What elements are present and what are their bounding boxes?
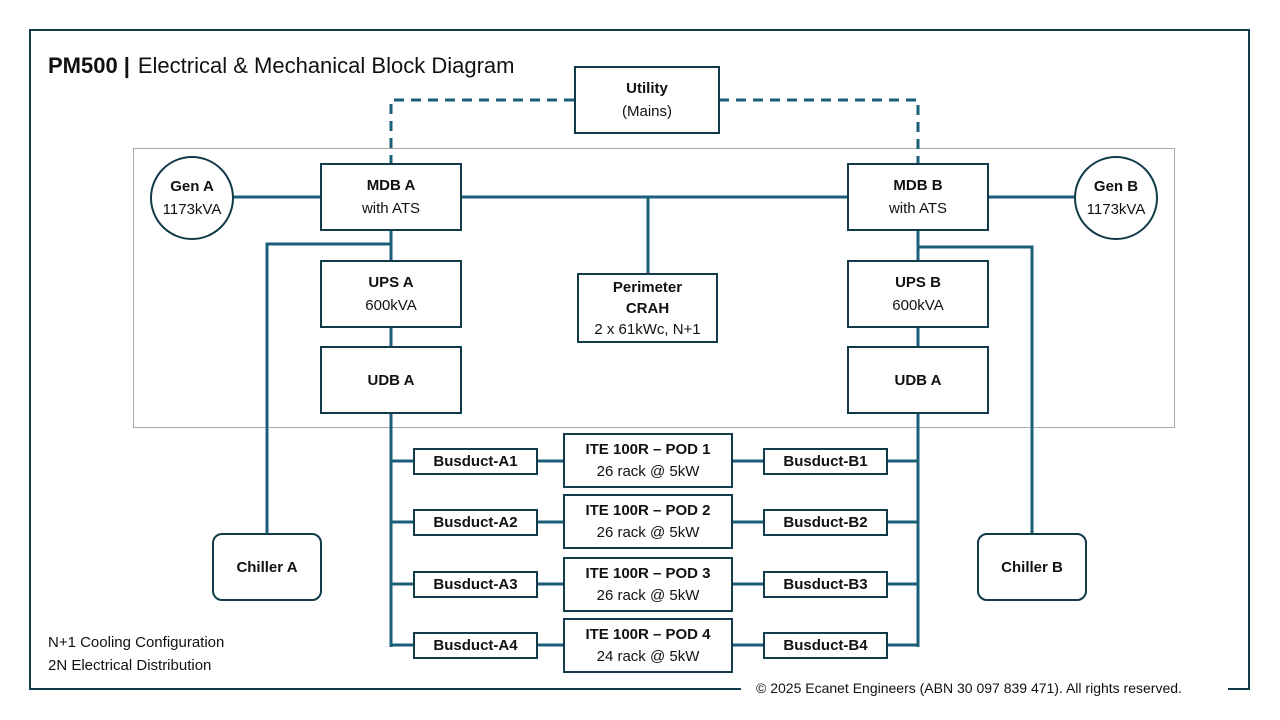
title-model: PM500 <box>48 53 118 78</box>
pod-1-title: ITE 100R – POD 1 <box>585 440 711 458</box>
chiller-a-feed <box>265 242 391 533</box>
busduct-b3-label: Busduct-B3 <box>783 576 868 593</box>
pod-2-box: ITE 100R – POD 2 26 rack @ 5kW <box>563 494 733 549</box>
pod-4-title: ITE 100R – POD 4 <box>585 625 711 643</box>
chiller-a-box: Chiller A <box>212 533 322 601</box>
udb-a-box: UDB A <box>320 346 462 414</box>
pod-2-title: ITE 100R – POD 2 <box>585 501 711 519</box>
gen-a-title: Gen A <box>170 178 214 195</box>
mdb-b-subtitle: with ATS <box>888 200 948 217</box>
busduct-b2-label: Busduct-B2 <box>783 514 868 531</box>
chiller-b-box: Chiller B <box>977 533 1087 601</box>
busduct-b2-box: Busduct-B2 <box>763 509 888 536</box>
busduct-b1-box: Busduct-B1 <box>763 448 888 475</box>
title-subtitle: Electrical & Mechanical Block Diagram <box>137 53 515 78</box>
title-separator: | <box>123 53 130 78</box>
ups-b-title: UPS B <box>895 274 941 291</box>
gen-b-title: Gen B <box>1093 178 1139 195</box>
crah-capacity: 2 x 61kWc, N+1 <box>594 320 701 338</box>
crah-title-line2: CRAH <box>625 299 670 317</box>
electrical-note: 2N Electrical Distribution <box>48 657 212 674</box>
busduct-b1-label: Busduct-B1 <box>783 453 868 470</box>
crah-title-line1: Perimeter <box>612 278 683 296</box>
copyright-notice: © 2025 Ecanet Engineers (ABN 30 097 839 … <box>748 680 1190 696</box>
pod-1-capacity: 26 rack @ 5kW <box>596 462 700 480</box>
busduct-a1-label: Busduct-A1 <box>433 453 518 470</box>
udb-a-title: UDB A <box>367 371 415 389</box>
chiller-b-feed <box>918 245 1034 533</box>
mdb-b-box: MDB B with ATS <box>847 163 989 231</box>
busduct-a1-box: Busduct-A1 <box>413 448 538 475</box>
configuration-notes: N+1 Cooling Configuration 2N Electrical … <box>48 631 224 677</box>
chiller-a-title: Chiller A <box>236 558 298 576</box>
busduct-b4-label: Busduct-B4 <box>783 637 868 654</box>
pod-3-capacity: 26 rack @ 5kW <box>596 586 700 604</box>
ups-a-title: UPS A <box>368 274 414 291</box>
mdb-a-title: MDB A <box>366 177 416 194</box>
pod-1-box: ITE 100R – POD 1 26 rack @ 5kW <box>563 433 733 488</box>
ups-a-rating: 600kVA <box>365 297 417 314</box>
ups-b-box: UPS B 600kVA <box>847 260 989 328</box>
ups-b-rating: 600kVA <box>892 297 944 314</box>
busduct-a2-box: Busduct-A2 <box>413 509 538 536</box>
ups-a-box: UPS A 600kVA <box>320 260 462 328</box>
utility-subtitle: (Mains) <box>621 103 672 120</box>
utility-feed-a <box>389 98 574 163</box>
mdb-a-subtitle: with ATS <box>361 200 421 217</box>
pod-3-box: ITE 100R – POD 3 26 rack @ 5kW <box>563 557 733 612</box>
busduct-b3-box: Busduct-B3 <box>763 571 888 598</box>
gen-a-rating: 1173kVA <box>162 201 222 218</box>
cooling-note: N+1 Cooling Configuration <box>48 634 225 651</box>
udb-b-box: UDB A <box>847 346 989 414</box>
busduct-a4-box: Busduct-A4 <box>413 632 538 659</box>
utility-feed-b <box>719 98 920 163</box>
utility-box: Utility (Mains) <box>574 66 720 134</box>
frame-bottom-line-end <box>1228 688 1248 690</box>
busduct-b4-box: Busduct-B4 <box>763 632 888 659</box>
busduct-a4-label: Busduct-A4 <box>433 637 518 654</box>
gen-a-circle: Gen A 1173kVA <box>150 156 234 240</box>
frame-bottom-line <box>29 688 741 690</box>
busduct-a3-box: Busduct-A3 <box>413 571 538 598</box>
busduct-a3-label: Busduct-A3 <box>433 576 518 593</box>
udb-b-title: UDB A <box>894 371 942 389</box>
busduct-a2-label: Busduct-A2 <box>433 514 518 531</box>
pod-2-capacity: 26 rack @ 5kW <box>596 523 700 541</box>
gen-b-rating: 1173kVA <box>1086 201 1146 218</box>
mdb-b-title: MDB B <box>893 177 943 194</box>
facility-enclosure <box>133 148 1175 428</box>
page-title: PM500| Electrical & Mechanical Block Diag… <box>48 53 514 79</box>
utility-title: Utility <box>626 80 668 97</box>
crah-box: Perimeter CRAH 2 x 61kWc, N+1 <box>577 273 718 343</box>
pod-4-box: ITE 100R – POD 4 24 rack @ 5kW <box>563 618 733 673</box>
chiller-b-title: Chiller B <box>1001 558 1063 576</box>
slide-frame <box>29 29 1250 690</box>
pod-4-capacity: 24 rack @ 5kW <box>596 647 700 665</box>
mdb-a-box: MDB A with ATS <box>320 163 462 231</box>
pod-3-title: ITE 100R – POD 3 <box>585 564 711 582</box>
gen-b-circle: Gen B 1173kVA <box>1074 156 1158 240</box>
